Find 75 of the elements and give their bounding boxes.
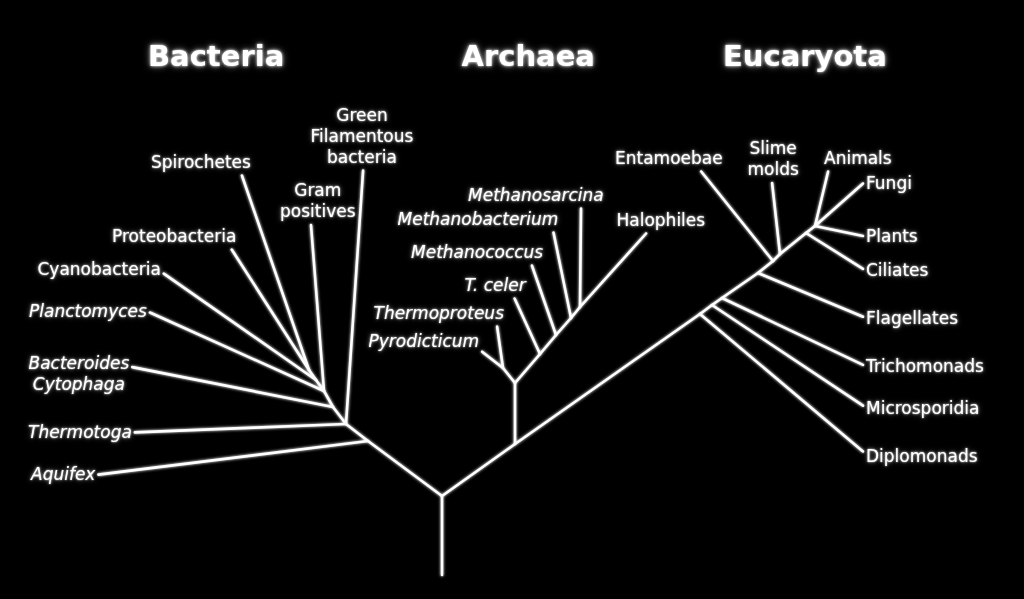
branch-line [804, 231, 865, 271]
taxon-label: Cyanobacteria [37, 258, 161, 280]
branch-line [710, 303, 865, 407]
taxon-label: T. celer [464, 274, 526, 296]
branch-line [97, 439, 370, 476]
tree-branch [307, 368, 318, 382]
taxon-label: Diplomonads [866, 445, 978, 467]
branch-line [230, 248, 311, 372]
domain-heading: Eucaryota [723, 39, 887, 73]
taxon-label: Pyrodicticum [368, 330, 480, 352]
taxon-label: Halophiles [616, 209, 706, 231]
tree-branch [440, 442, 517, 498]
branch-line [131, 365, 335, 409]
taxon-label: Planctomyces [29, 300, 147, 322]
branch-line [578, 232, 648, 309]
branch-line [720, 296, 865, 367]
branch-line [813, 182, 865, 228]
branch-line [309, 223, 326, 393]
taxon-label: Microsporidia [866, 397, 980, 419]
tree-branch [554, 316, 573, 337]
branch-line [770, 181, 782, 256]
taxon-label: Fungi [866, 172, 912, 194]
taxon-label: Green Filamentous bacteria [310, 104, 414, 168]
tree-branch [513, 312, 702, 446]
branch-line [698, 312, 865, 453]
branch-line [344, 169, 365, 426]
branch-line [133, 422, 348, 434]
branch-line [495, 325, 505, 370]
branch-line [513, 297, 542, 356]
domain-heading: Archaea [461, 39, 595, 73]
taxon-label: Plants [866, 225, 918, 247]
tree-branch [440, 494, 444, 577]
tree-branch [322, 389, 335, 409]
tree-branch [538, 333, 558, 356]
tree-branch [710, 296, 724, 307]
branch-line [530, 264, 558, 337]
tree-branch [771, 252, 782, 263]
tree-branch [513, 352, 542, 385]
taxon-label: Proteobacteria [112, 225, 237, 247]
branch-line [578, 207, 583, 309]
tree-branch [366, 439, 444, 498]
taxon-label: Bacteroides Cytophaga [28, 353, 130, 395]
tree-branch [804, 224, 817, 235]
tree-branch [569, 305, 582, 320]
taxon-label: Methanosarcina [468, 184, 604, 206]
tree-branch [513, 381, 517, 446]
taxon-label: Aquifex [31, 463, 96, 485]
taxon-label: Methanobacterium [397, 208, 559, 230]
taxon-label: Thermoproteus [373, 302, 504, 324]
taxon-label: Ciliates [866, 259, 929, 281]
tree-branch [756, 259, 775, 275]
branch-line [480, 350, 505, 370]
taxon-label: Thermotoga [28, 421, 132, 443]
branch-line [148, 311, 326, 393]
tree-branch [501, 366, 517, 385]
taxon-label: Entamoebae [615, 147, 723, 169]
taxon-label: Slime molds [747, 138, 799, 180]
branch-line [552, 231, 573, 320]
taxon-label: Animals [824, 147, 892, 169]
domain-heading: Bacteria [148, 39, 285, 73]
branch-line [756, 271, 865, 318]
tree-branch [331, 405, 348, 426]
branch-line [162, 272, 318, 382]
tree-branch [344, 422, 370, 443]
tree-branch [778, 231, 808, 256]
taxon-label: Methanococcus [411, 241, 544, 263]
tree-branch [720, 271, 760, 300]
branch-line [699, 170, 775, 263]
taxon-label: Gram positives [280, 180, 356, 222]
taxon-label: Spirochetes [151, 151, 251, 173]
taxon-label: Trichomonads [866, 355, 984, 377]
taxon-label: Flagellates [866, 307, 958, 329]
branch-line [813, 170, 830, 228]
tree-branch [698, 303, 714, 316]
branch-line [813, 224, 865, 238]
